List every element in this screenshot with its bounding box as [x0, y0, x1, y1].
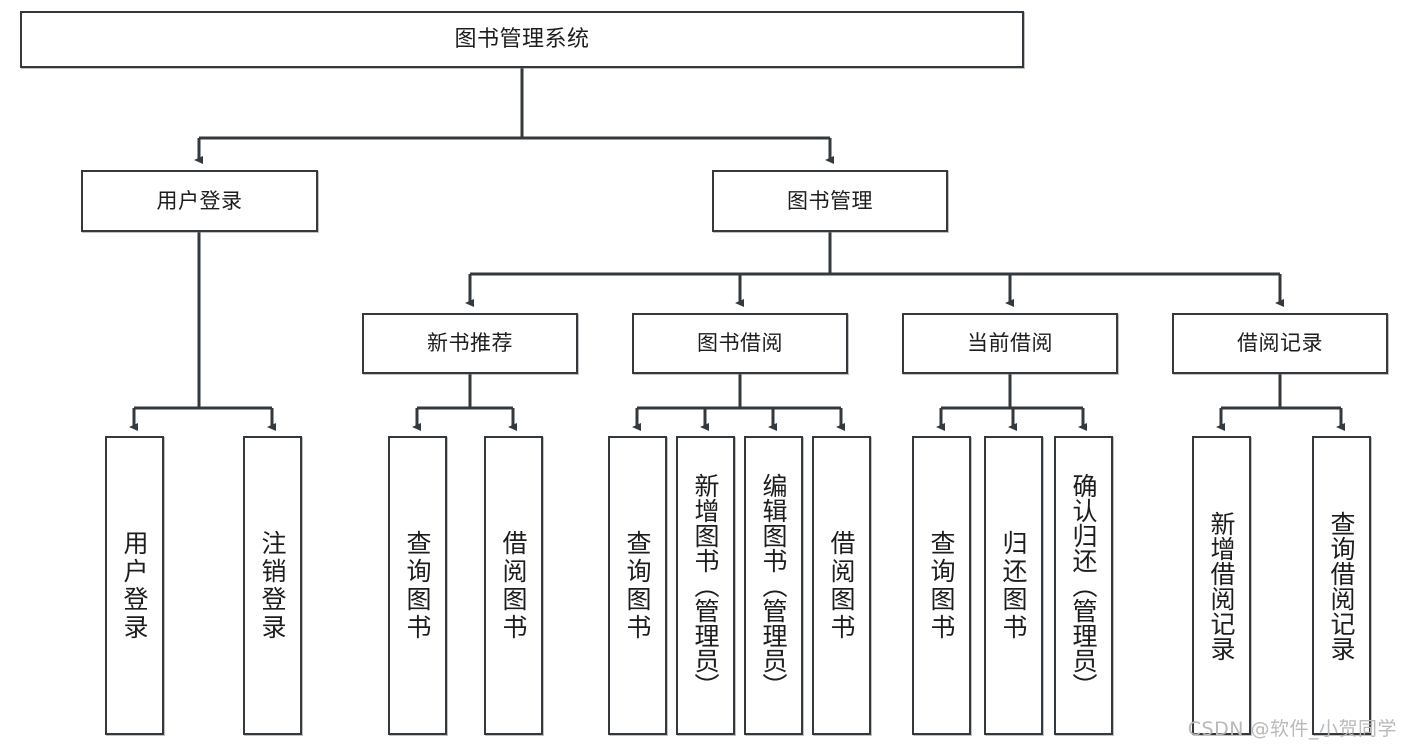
node-leaf-return-book[interactable]: 归还图书	[984, 436, 1043, 735]
node-leaf-query-book-borrow-label: 查询图书	[623, 529, 652, 642]
node-leaf-add-book[interactable]: 新增图书（管理员）	[676, 436, 735, 735]
node-borrow-records-label: 借阅记录	[1237, 331, 1323, 356]
node-root[interactable]: 图书管理系统	[20, 11, 1024, 68]
node-leaf-borrow-book-borrow[interactable]: 借阅图书	[812, 436, 871, 735]
node-new-book-recommend[interactable]: 新书推荐	[362, 313, 578, 374]
node-leaf-add-borrow-record[interactable]: 新增借阅记录	[1192, 436, 1251, 735]
node-leaf-query-borrow-record[interactable]: 查询借阅记录	[1312, 436, 1371, 735]
node-leaf-confirm-return[interactable]: 确认归还（管理员）	[1054, 436, 1113, 735]
node-leaf-add-book-label: 新增图书（管理员）	[691, 473, 720, 698]
node-leaf-add-borrow-record-label: 新增借阅记录	[1207, 510, 1236, 661]
node-leaf-logout-label: 注销登录	[258, 529, 287, 642]
node-current-borrow[interactable]: 当前借阅	[902, 313, 1118, 374]
node-book-management-label: 图书管理	[787, 188, 873, 213]
node-leaf-query-book-newbook-label: 查询图书	[403, 529, 432, 642]
node-leaf-borrow-book-borrow-label: 借阅图书	[827, 529, 856, 642]
node-root-label: 图书管理系统	[454, 26, 590, 52]
node-leaf-edit-book-label: 编辑图书（管理员）	[759, 473, 788, 698]
node-leaf-query-borrow-record-label: 查询借阅记录	[1327, 510, 1356, 661]
node-book-management[interactable]: 图书管理	[712, 170, 948, 232]
node-user-login-label: 用户登录	[156, 188, 243, 213]
node-new-book-recommend-label: 新书推荐	[427, 331, 513, 356]
node-leaf-query-book-newbook[interactable]: 查询图书	[388, 436, 447, 735]
node-leaf-return-book-label: 归还图书	[999, 529, 1028, 642]
node-leaf-query-book-current[interactable]: 查询图书	[912, 436, 971, 735]
watermark-text: CSDN @软件_小贺同学	[1187, 718, 1397, 740]
node-leaf-query-book-current-label: 查询图书	[927, 529, 956, 642]
node-leaf-logout[interactable]: 注销登录	[243, 436, 302, 735]
node-leaf-user-login[interactable]: 用户登录	[105, 436, 164, 735]
node-leaf-user-login-label: 用户登录	[120, 529, 149, 642]
node-leaf-borrow-book-newbook[interactable]: 借阅图书	[484, 436, 543, 735]
node-book-borrow-label: 图书借阅	[697, 331, 783, 356]
node-current-borrow-label: 当前借阅	[967, 331, 1053, 356]
node-user-login[interactable]: 用户登录	[81, 170, 318, 232]
node-leaf-query-book-borrow[interactable]: 查询图书	[608, 436, 667, 735]
node-leaf-confirm-return-label: 确认归还（管理员）	[1069, 473, 1098, 698]
node-borrow-records[interactable]: 借阅记录	[1172, 313, 1388, 374]
node-leaf-edit-book[interactable]: 编辑图书（管理员）	[744, 436, 803, 735]
node-leaf-borrow-book-newbook-label: 借阅图书	[499, 529, 528, 642]
node-book-borrow[interactable]: 图书借阅	[632, 313, 848, 374]
